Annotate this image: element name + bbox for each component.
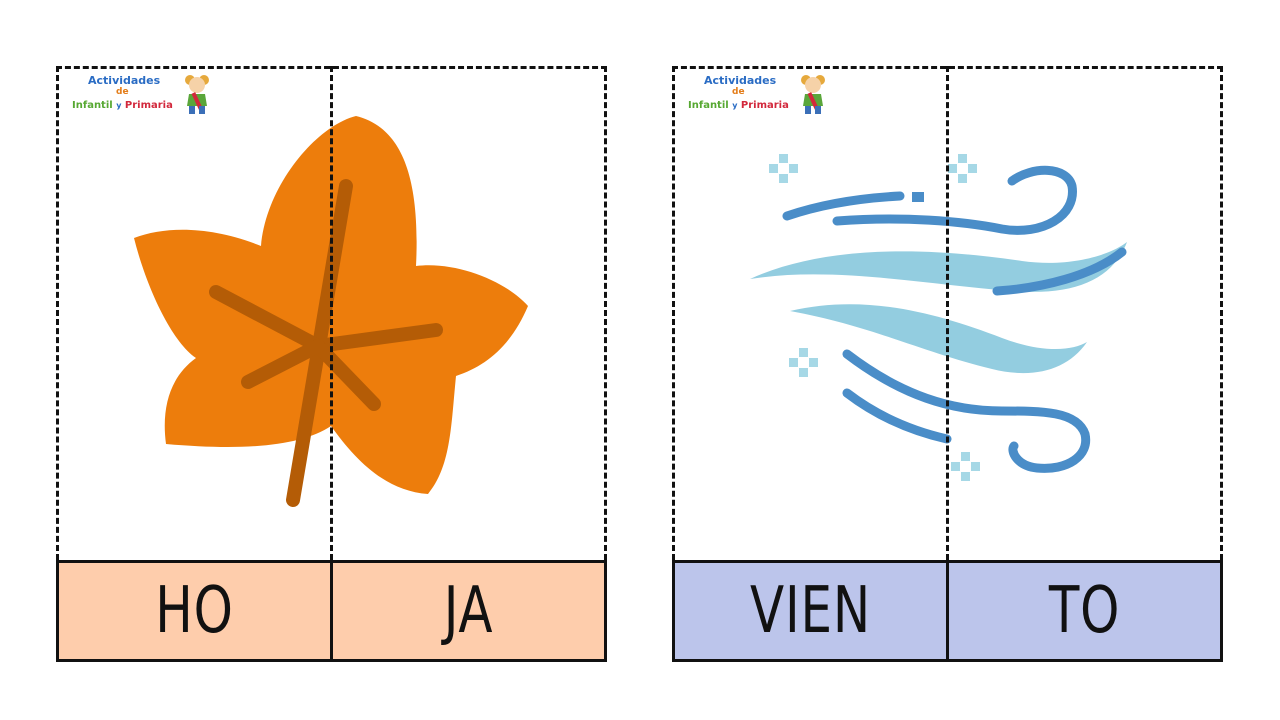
logo-text-line3: Infantil y Primaria	[72, 100, 173, 111]
syllable-cell: TO	[946, 563, 1220, 659]
site-logo: Actividades de Infantil y Primaria	[68, 70, 218, 116]
logo-text-line2: de	[116, 87, 129, 97]
syllable-text: JA	[443, 574, 494, 648]
wind-dot	[912, 192, 924, 202]
cut-line	[330, 66, 333, 560]
syllable-text: HO	[155, 574, 234, 648]
logo-text-line3: Infantil y Primaria	[688, 100, 789, 111]
leaf-veins	[209, 179, 443, 507]
logo-text-line1: Actividades	[88, 74, 161, 87]
syllable-label-row: HO JA	[56, 560, 607, 662]
syllable-text: TO	[1048, 574, 1121, 648]
child-mascot-icon	[801, 75, 825, 114]
syllable-card-viento: Actividades de Infantil y Primaria VIEN …	[672, 66, 1223, 662]
syllable-cell: JA	[330, 563, 604, 659]
wind-band-light	[790, 304, 1087, 374]
wind-strokes	[782, 165, 1127, 473]
logo-text-line2: de	[732, 87, 745, 97]
syllable-card-hoja: Actividades de Infantil y Primaria HO JA	[56, 66, 607, 662]
sparkle-icons	[769, 154, 980, 481]
site-logo: Actividades de Infantil y Primaria	[684, 70, 834, 116]
child-mascot-icon	[185, 75, 209, 114]
wind-band-light	[750, 242, 1127, 292]
logo-text-line1: Actividades	[704, 74, 777, 87]
syllable-cell: VIEN	[675, 563, 946, 659]
wind-icon	[750, 154, 1127, 481]
cut-line	[946, 66, 949, 560]
syllable-text: VIEN	[750, 574, 871, 648]
syllable-label-row: VIEN TO	[672, 560, 1223, 662]
syllable-cell: HO	[59, 563, 330, 659]
